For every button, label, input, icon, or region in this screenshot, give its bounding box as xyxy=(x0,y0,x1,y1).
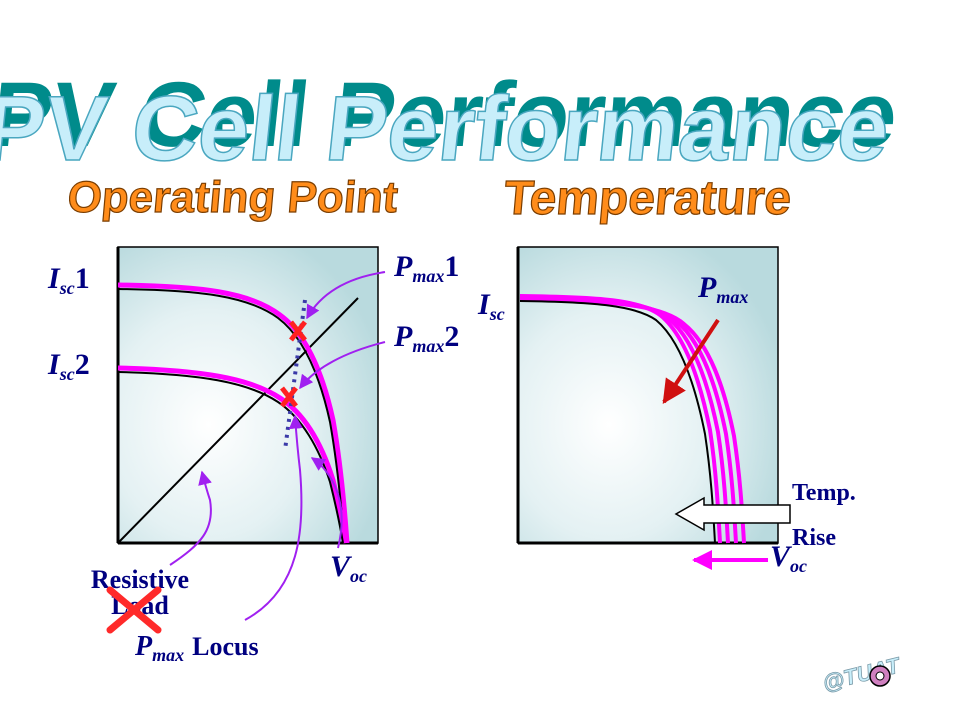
subtitle-temperature: Temperature xyxy=(502,171,794,225)
resistive-load-label-line1: Resistive xyxy=(91,565,189,594)
pmax1-label: Pmax1 xyxy=(393,250,459,286)
pmax-label-right: Pmax xyxy=(697,271,748,307)
pmax-locus-arrow xyxy=(244,414,303,621)
pmax-shift-arrow xyxy=(662,318,720,405)
pmax2-label: Pmax2 xyxy=(393,320,459,356)
voc-arrow xyxy=(310,457,343,549)
resistive-load-cross-icon xyxy=(106,586,162,634)
pmax1-arrow xyxy=(306,271,386,320)
title-shadow: PV Cell Performance xyxy=(0,62,902,166)
tuat-logo: @TUAT xyxy=(820,652,905,696)
iv-curve-1-magenta xyxy=(117,282,350,544)
page-title: PV Cell Performance xyxy=(0,76,894,180)
isc1-label: Isc1 xyxy=(47,262,90,298)
resistive-load-arrow xyxy=(169,470,212,566)
isc-label-right: Isc xyxy=(477,288,505,324)
title-group: PV Cell Performance PV Cell Performance xyxy=(0,62,902,180)
pmax2-arrow xyxy=(299,341,386,390)
iv-curve-1-black xyxy=(117,288,345,544)
pmax2-cross-icon xyxy=(280,386,298,408)
temperature-curve-black xyxy=(519,300,716,544)
temp-rise-label-line1: Temp. xyxy=(792,480,856,506)
temp-rise-label-line2: Rise xyxy=(792,525,836,551)
resistive-load-line xyxy=(117,297,359,544)
watermark-text: @TUAT xyxy=(820,652,904,696)
temp-rise-arrow-icon xyxy=(674,496,791,532)
voc-label-left: Voc xyxy=(330,550,367,586)
isc2-label: Isc2 xyxy=(47,348,90,384)
pmax1-cross-icon xyxy=(289,320,307,342)
subtitle-operating-point: Operating Point xyxy=(66,173,401,222)
voc-label-right: Voc xyxy=(770,540,807,576)
